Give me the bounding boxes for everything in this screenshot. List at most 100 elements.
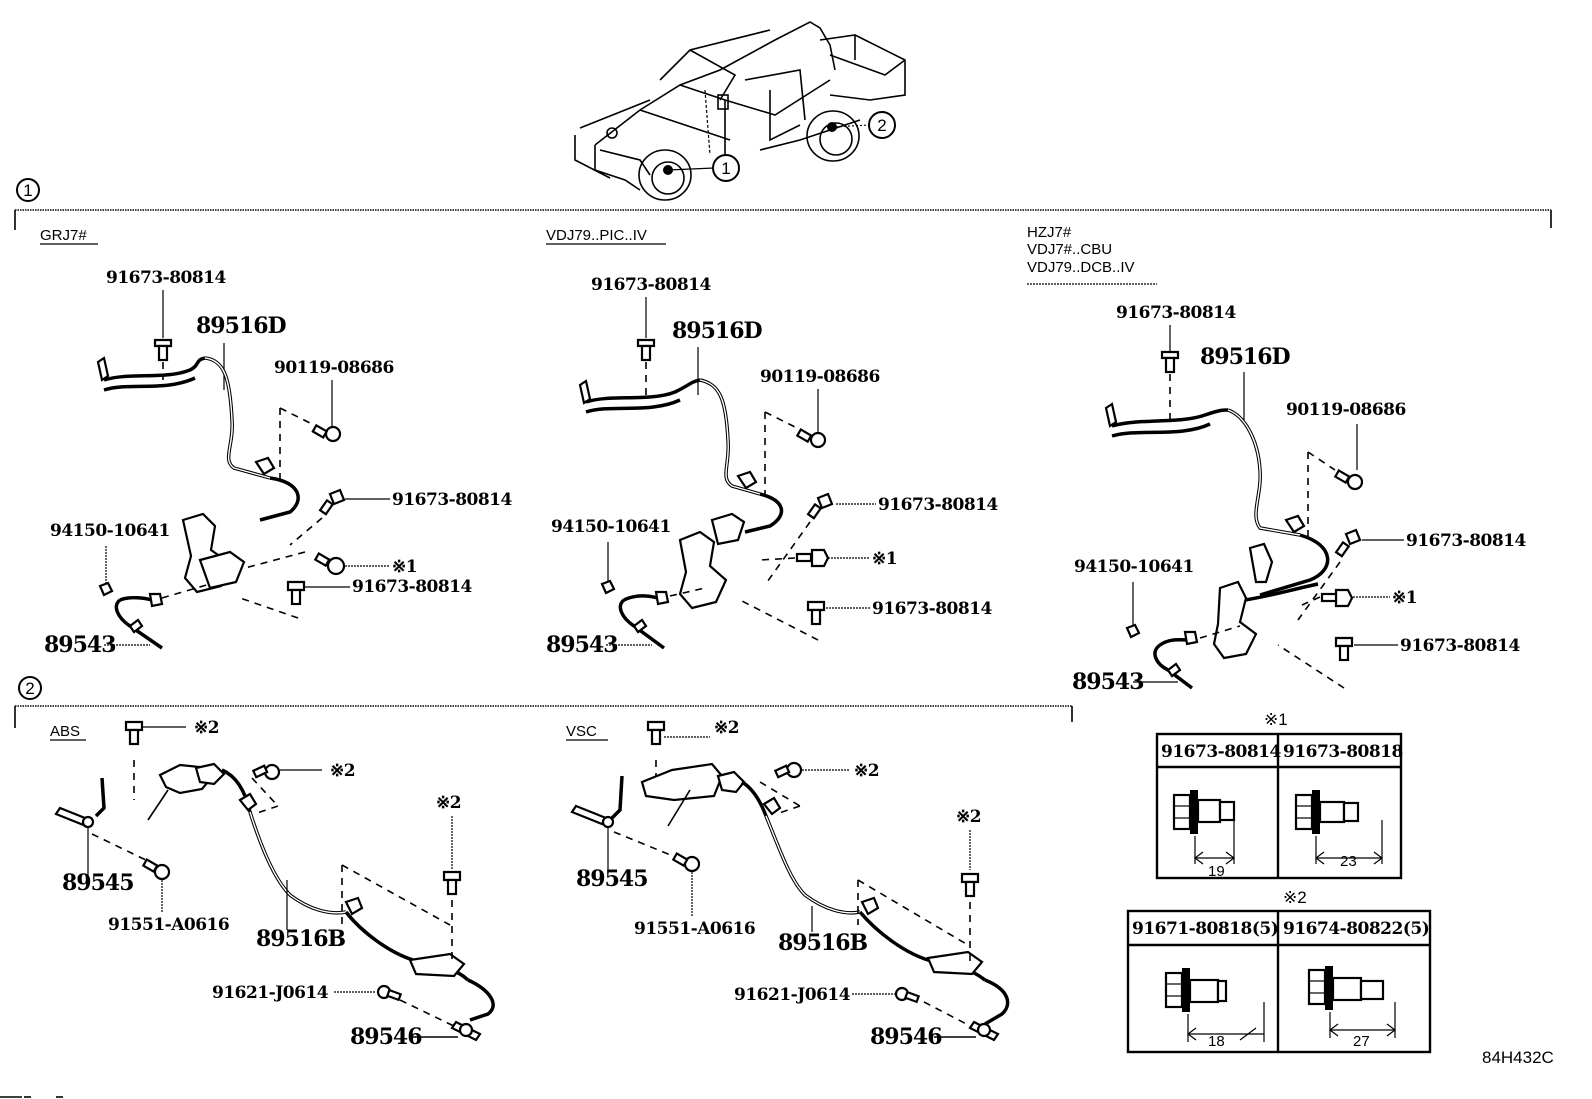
part-label-lower-bolt[interactable]: 91673-80814 [1400,636,1521,656]
bolt-icon [251,763,281,781]
bolt-icon [1334,528,1362,558]
part-label-sensor-rear[interactable]: 89546 [870,1024,943,1050]
reference-table-2: ※2 91671-80818(5) 91674-80822(5) 18 [1126,888,1432,1054]
bolt-icon [376,984,403,1002]
ref-label-mid[interactable]: ※2 [854,761,880,781]
bolt-icon [806,492,834,520]
bolt-icon [773,761,803,779]
part-label-top-bolt[interactable]: 91673-80814 [106,268,227,288]
part-label-harness[interactable]: 89516D [1200,344,1292,370]
abs-harness-89516b [640,762,1010,1026]
table-part-no[interactable]: 91671-80818(5) [1132,919,1279,939]
part-label-harness[interactable]: 89516D [672,318,764,344]
svg-text:2: 2 [25,679,34,698]
length-value: 23 [1340,853,1357,870]
ref-label-top[interactable]: ※2 [714,718,740,738]
variant-vdj79-pic-iv: VDJ79..PIC..IV 91673-80814 89516D 90119-… [546,227,999,658]
abs-harness-89516d [1104,402,1330,597]
part-label-harness[interactable]: 89516B [778,930,869,956]
model-label: VSC [566,723,597,740]
model-label: HZJ7# [1027,224,1072,241]
part-label-top-bolt[interactable]: 91673-80814 [591,275,712,295]
table-part-no[interactable]: 91673-80814 [1161,742,1282,762]
wheel-speed-sensor [618,590,670,650]
part-label-clip[interactable]: 94150-10641 [551,517,671,537]
part-label-bolt-rear[interactable]: 91621-J0614 [212,983,329,1003]
part-label-bolt-front[interactable]: 91551-A0616 [108,915,230,935]
table-part-no[interactable]: 91674-80822(5) [1283,919,1430,939]
part-label-sensor-rear[interactable]: 89546 [350,1024,423,1050]
ref-label-top[interactable]: ※2 [194,718,220,738]
part-label-bracket-bolt[interactable]: 90119-08686 [1286,400,1406,420]
part-label-bolt-front[interactable]: 91551-A0616 [634,919,756,939]
model-label: VDJ7#..CBU [1027,241,1112,258]
part-label-bolt-rear[interactable]: 91621-J0614 [734,985,851,1005]
bolt-icon [636,338,656,362]
bolt-icon [141,858,171,881]
abs-harness-89516d [578,378,784,534]
variant-hzj7-vdj7: HZJ7# VDJ7#..CBU VDJ79..DCB..IV 91673-80… [1027,224,1527,695]
front-wheel [638,149,692,201]
table-marker: ※1 [1264,710,1288,729]
model-label: VDJ79..DCB..IV [1027,259,1135,276]
clip-icon [600,579,616,595]
part-label-side-bolt[interactable]: 91673-80814 [878,495,999,515]
bolt-icon [671,852,701,873]
bolt-icon [646,720,666,746]
callout-2: 2 [868,111,896,139]
part-label-lower-bolt[interactable]: 91673-80814 [352,577,473,597]
bolt-icon [311,423,342,443]
variant-grj7: GRJ7# 91673-80814 89516D 90119-08686 [40,227,513,658]
bolt-icon [806,600,826,626]
drawing-code: 84H432C [1482,1048,1554,1067]
bolt-icon [1333,469,1364,491]
section-1-header: 1 [14,178,1552,230]
front-sensor-89545 [570,775,624,829]
part-label-clip[interactable]: 94150-10641 [1074,557,1194,577]
ref-label-right[interactable]: ※2 [956,807,982,827]
part-label-side-bolt[interactable]: 91673-80814 [392,490,513,510]
bolt-icon [318,488,346,516]
bolt-diagram-icon [1172,790,1236,865]
bolt-icon [442,870,462,896]
part-label-sensor-front[interactable]: 89545 [576,866,649,892]
table-part-no[interactable]: 91673-80818 [1283,742,1403,762]
clip-icon [1125,623,1141,639]
callout-1: 1 [712,154,740,182]
part-label-harness[interactable]: 89516B [256,926,347,952]
part-label-bracket-bolt[interactable]: 90119-08686 [274,358,394,378]
ref-label-right[interactable]: ※2 [436,793,462,813]
wheel-speed-sensor [114,592,164,650]
bolt-icon [795,548,830,568]
bolt-icon [1320,588,1354,608]
length-value: 19 [1208,863,1225,880]
bolt-icon [795,428,827,449]
part-label-clip[interactable]: 94150-10641 [50,521,170,541]
length-value: 27 [1353,1033,1370,1050]
sensor-bracket [678,512,746,610]
rear-sensor-89546 [968,1020,1000,1042]
svg-text:1: 1 [721,159,730,178]
part-label-side-bolt[interactable]: 91673-80814 [1406,531,1527,551]
part-label-sensor[interactable]: 89543 [1072,669,1145,695]
rear-wheel [806,110,860,162]
part-label-bracket-bolt[interactable]: 90119-08686 [760,367,880,387]
model-label: VDJ79..PIC..IV [546,227,647,244]
svg-text:1: 1 [23,181,32,200]
ref-label-mid[interactable]: ※2 [330,761,356,781]
model-label: GRJ7# [40,227,87,244]
part-label-ref-bolt[interactable]: ※1 [392,557,418,577]
part-label-harness[interactable]: 89516D [196,313,288,339]
bolt-icon [124,720,144,746]
front-sensor-89545 [54,777,106,829]
part-label-top-bolt[interactable]: 91673-80814 [1116,303,1237,323]
part-label-sensor-front[interactable]: 89545 [62,870,135,896]
table-marker: ※2 [1283,888,1307,907]
part-label-ref-bolt[interactable]: ※1 [872,549,898,569]
vehicle-illustration: 1 2 [574,21,906,201]
part-label-lower-bolt[interactable]: 91673-80814 [872,599,993,619]
model-label: ABS [50,723,80,740]
bolt-diagram-icon [1164,968,1265,1042]
part-label-ref-bolt[interactable]: ※1 [1392,588,1418,608]
